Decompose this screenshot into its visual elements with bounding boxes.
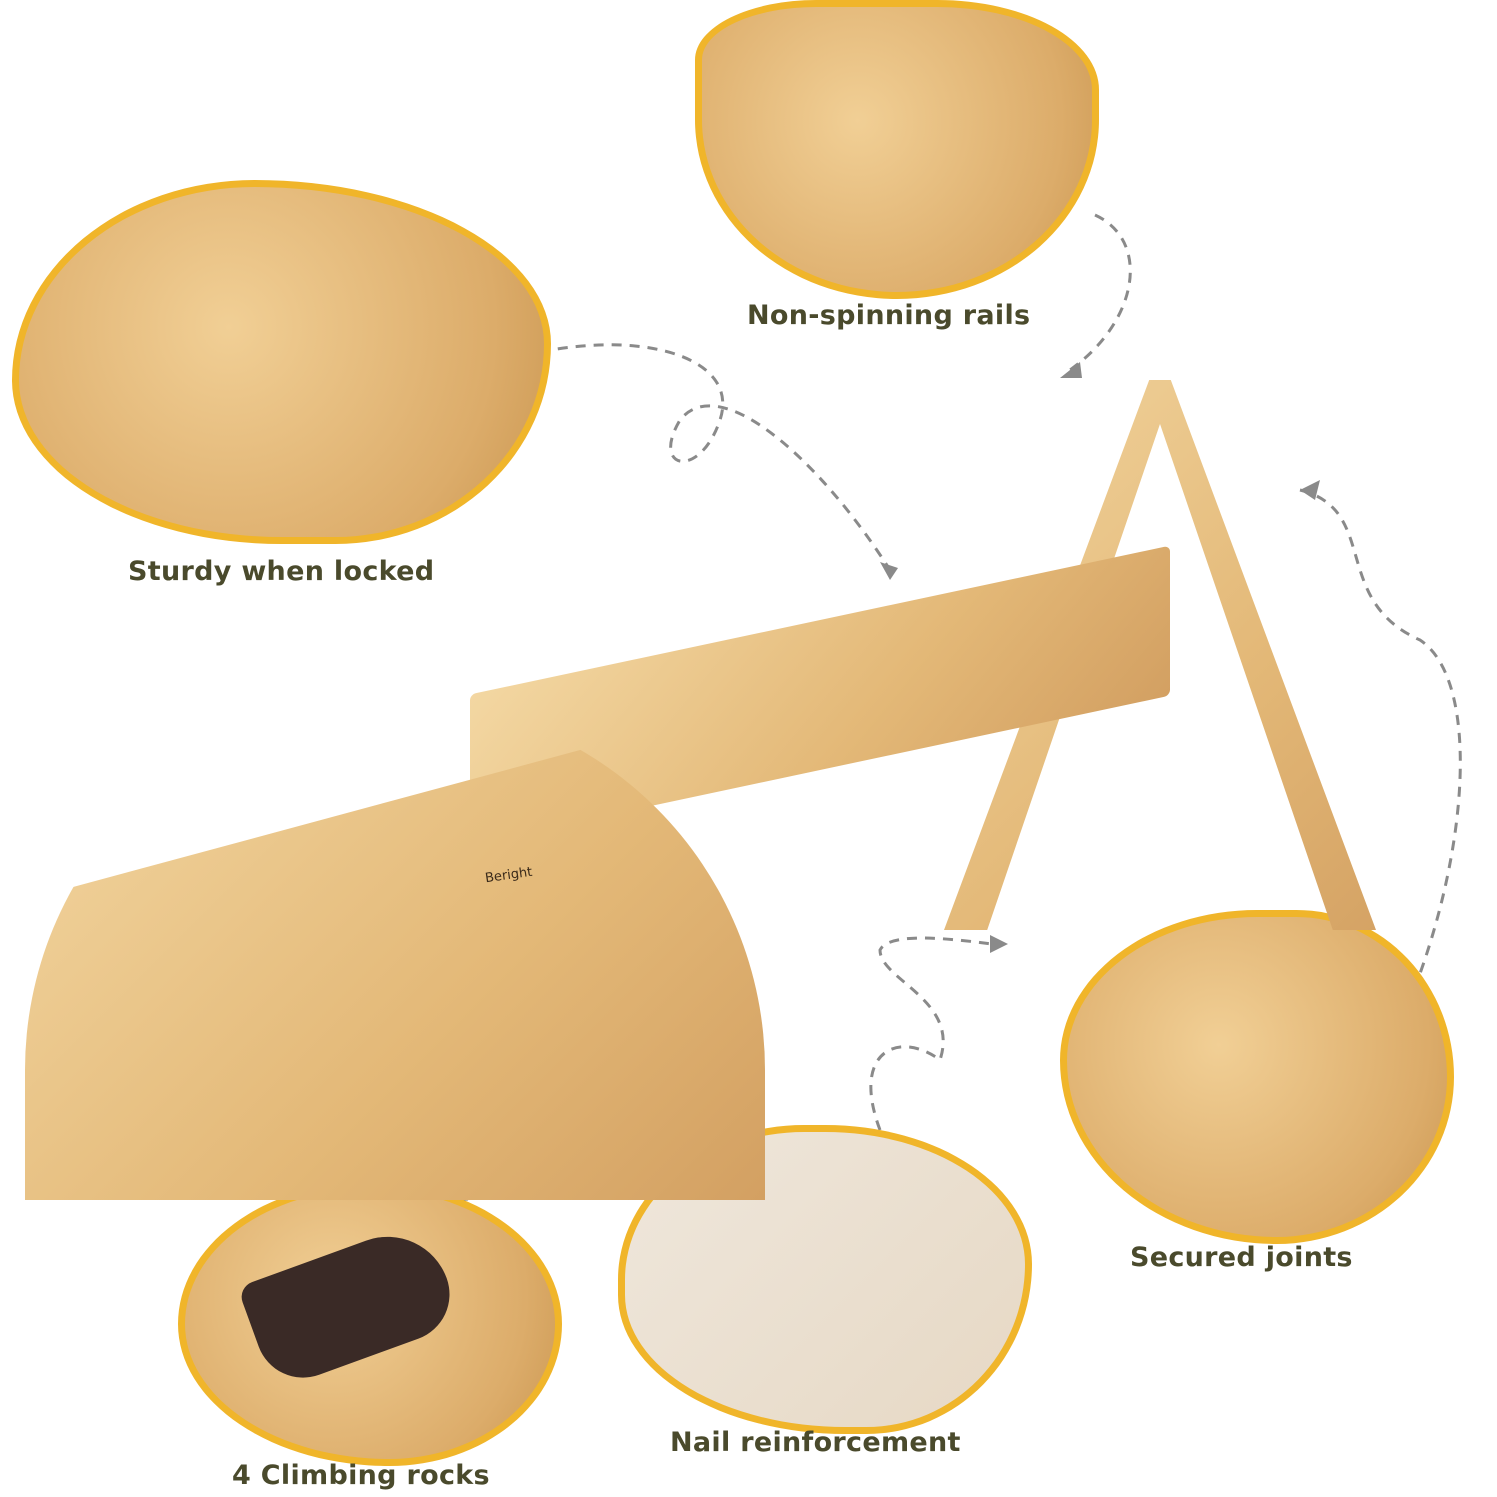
label-climbing-rocks: 4 Climbing rocks: [232, 1460, 490, 1491]
label-nail-reinforcement: Nail reinforcement: [670, 1427, 961, 1458]
detail-joints-bubble: [1060, 910, 1454, 1244]
detail-sturdy-bubble: [12, 180, 551, 544]
climbing-arch: [25, 700, 765, 1200]
label-secured-joints: Secured joints: [1130, 1242, 1353, 1273]
label-non-spinning-rails: Non-spinning rails: [747, 300, 1031, 331]
detail-rocks-bubble: [178, 1182, 562, 1466]
detail-rails-bubble: [695, 0, 1099, 299]
label-sturdy-when-locked: Sturdy when locked: [128, 556, 435, 587]
